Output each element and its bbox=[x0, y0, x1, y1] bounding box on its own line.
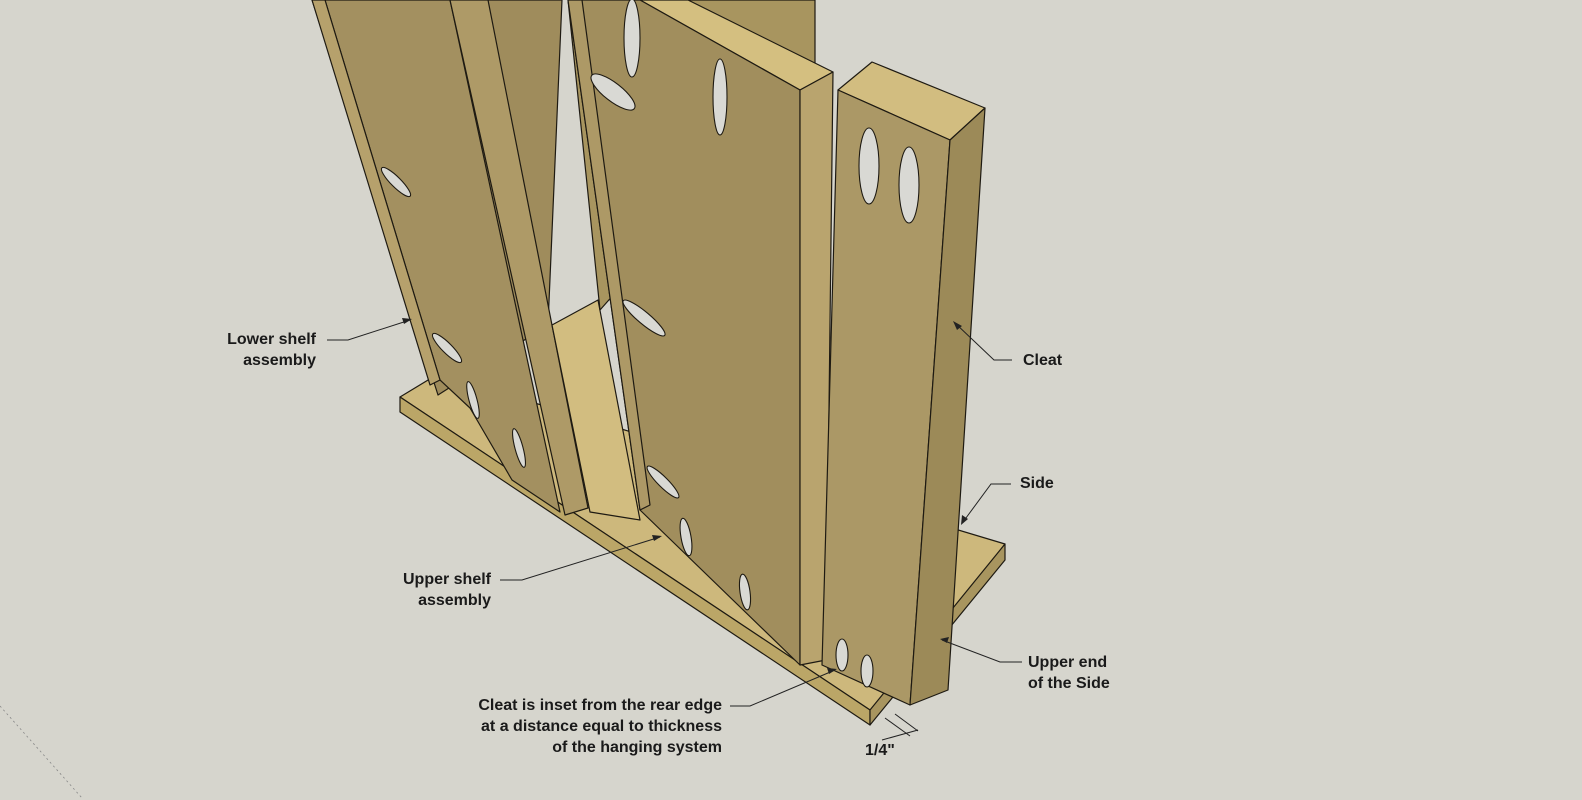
label-line: assembly bbox=[418, 592, 491, 609]
lower-shelf-front-rail bbox=[449, 0, 589, 516]
label-line: assembly bbox=[243, 352, 316, 369]
arrow-cleat bbox=[953, 321, 962, 330]
hole bbox=[646, 465, 680, 499]
guide-line bbox=[0, 705, 83, 799]
label-upper-shelf-assembly: Upper shelf assembly bbox=[403, 569, 491, 611]
arrow-upper-end bbox=[940, 637, 949, 643]
hole bbox=[511, 428, 527, 468]
hole bbox=[623, 0, 641, 78]
label-cleat: Cleat bbox=[1023, 350, 1062, 371]
hole bbox=[679, 517, 693, 557]
label-upper-end-of-side: Upper end of the Side bbox=[1028, 652, 1110, 694]
label-line: Cleat bbox=[1023, 352, 1063, 369]
label-line: of the hanging system bbox=[552, 739, 722, 756]
gap-floor bbox=[551, 299, 641, 521]
label-line: Upper shelf bbox=[402, 571, 491, 588]
arrow-side bbox=[961, 515, 968, 525]
label-line: 1/4" bbox=[865, 742, 895, 759]
leader-upper-shelf bbox=[500, 536, 661, 581]
hole bbox=[380, 166, 412, 198]
hole bbox=[738, 573, 752, 611]
hole bbox=[898, 146, 920, 224]
hole bbox=[858, 127, 880, 205]
upper-shelf-left-strip bbox=[567, 0, 651, 511]
hole bbox=[590, 73, 636, 111]
arrow-inset-note bbox=[827, 668, 837, 674]
arrow-upper-shelf bbox=[652, 535, 662, 541]
hole bbox=[860, 654, 874, 688]
hole bbox=[712, 58, 728, 136]
dimension-label: 1/4" bbox=[865, 740, 895, 761]
label-cleat-inset-note: Cleat is inset from the rear edge at a d… bbox=[478, 695, 722, 758]
lower-shelf-edge-strip bbox=[311, 0, 441, 386]
leader-lower-shelf bbox=[327, 319, 411, 341]
leader-upper-end bbox=[941, 639, 1022, 663]
hole bbox=[835, 638, 849, 672]
label-line: of the Side bbox=[1028, 675, 1110, 692]
label-line: Lower shelf bbox=[227, 331, 316, 348]
cleat-side-face bbox=[909, 107, 986, 706]
leader-side bbox=[962, 483, 1011, 523]
dimension-line bbox=[881, 729, 919, 741]
label-line: Upper end bbox=[1028, 654, 1108, 671]
label-line: at a distance equal to thickness bbox=[481, 718, 722, 735]
hole bbox=[622, 299, 666, 337]
label-line: Side bbox=[1020, 475, 1054, 492]
pocket-holes bbox=[380, 0, 920, 688]
label-line: Cleat is inset from the rear edge bbox=[478, 697, 722, 714]
leader-cleat bbox=[954, 322, 1012, 361]
arrow-lower-shelf bbox=[402, 318, 412, 324]
hole bbox=[466, 381, 480, 419]
leader-lines bbox=[327, 318, 1022, 741]
label-lower-shelf-assembly: Lower shelf assembly bbox=[227, 329, 316, 371]
dimension-tick-2 bbox=[894, 713, 919, 732]
label-side: Side bbox=[1020, 473, 1054, 494]
leader-inset-note bbox=[730, 669, 836, 707]
hole bbox=[431, 332, 463, 364]
